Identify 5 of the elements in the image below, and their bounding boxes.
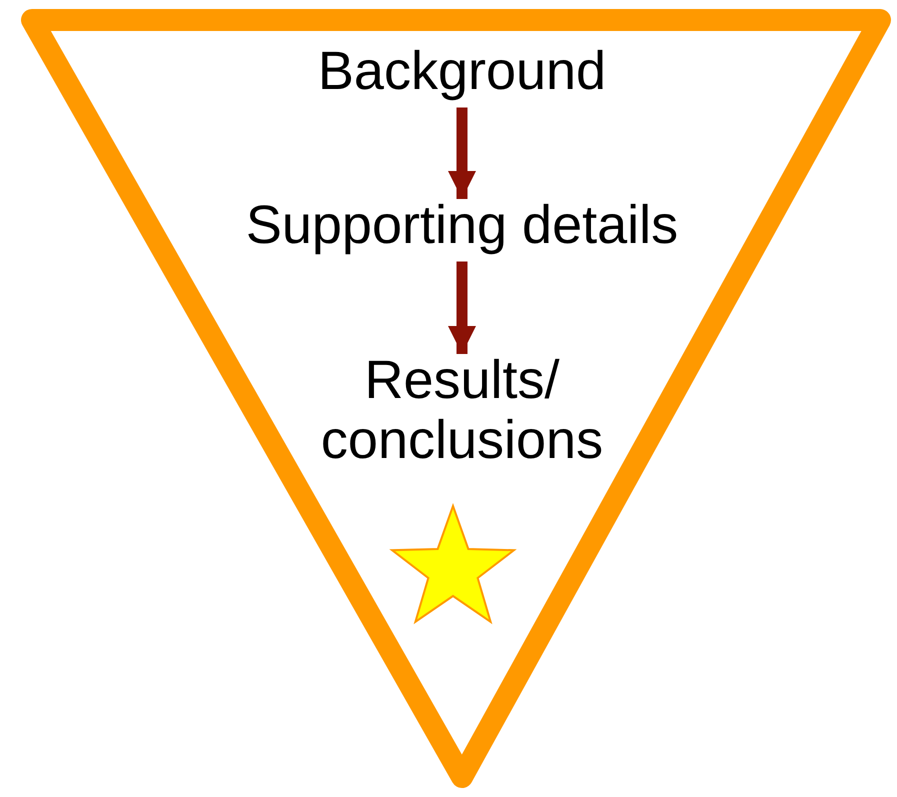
stage-label: Background	[318, 41, 606, 102]
stage-label: Results/ conclusions	[290, 350, 634, 471]
arrow	[448, 261, 476, 354]
stage-label: Supporting details	[246, 195, 678, 256]
arrow	[448, 107, 476, 199]
